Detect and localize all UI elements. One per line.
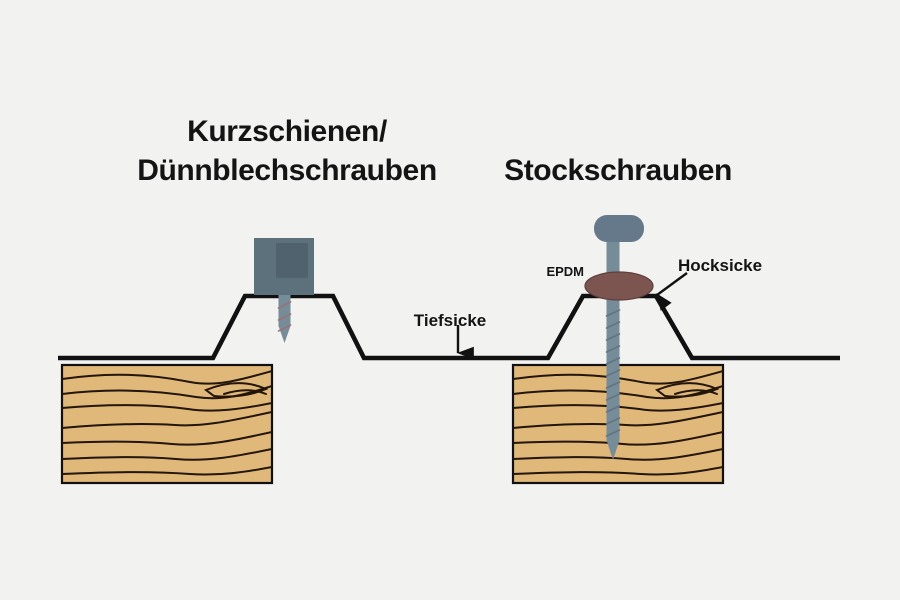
- wood-block-left: [60, 363, 274, 485]
- right-title: Stockschrauben: [504, 154, 732, 187]
- right-screw-shaft-group: [605, 235, 621, 460]
- wood-grain-right: [513, 370, 723, 476]
- right-screw-threads: [605, 309, 621, 437]
- wood-grain-left: [62, 370, 272, 476]
- right-fastener: [584, 215, 654, 301]
- trapezoidal-sheet-metal-profile: [58, 293, 840, 361]
- hocksicke-arrow: [656, 272, 688, 311]
- epdm-label: EPDM: [546, 264, 584, 279]
- tiefsicke-label: Tiefsicke: [414, 311, 486, 330]
- right-screw-head: [594, 215, 644, 242]
- left-screw-threads: [277, 301, 292, 332]
- hocksicke-label: Hocksicke: [678, 256, 762, 275]
- epdm-washer: [584, 271, 654, 301]
- left-title-line1: Kurzschienen/: [187, 115, 388, 148]
- left-fastener: [254, 238, 314, 343]
- left-screw-head-inner: [276, 243, 308, 278]
- left-title-line2: Dünnblechschrauben: [137, 154, 437, 187]
